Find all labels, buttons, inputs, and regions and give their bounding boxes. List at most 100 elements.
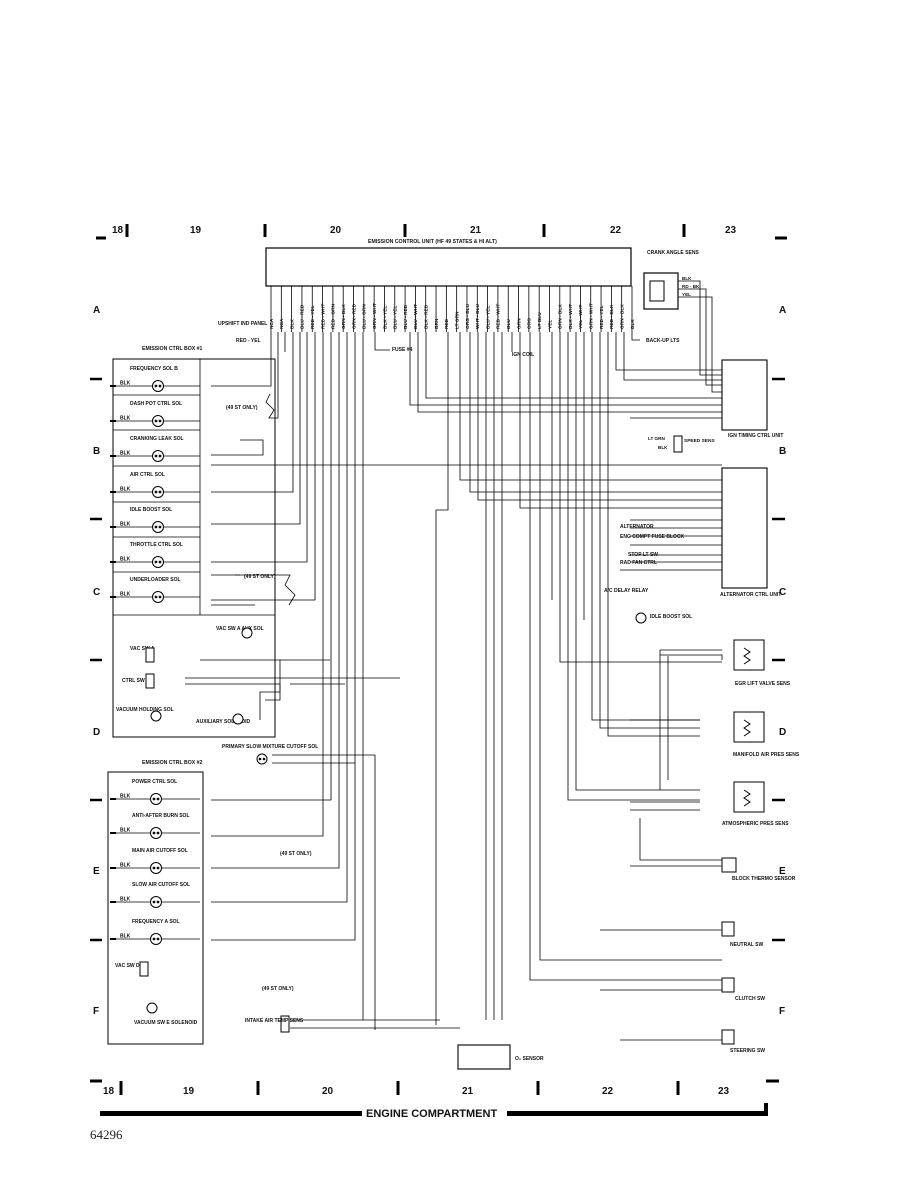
- svg-text:YEL: YEL: [682, 292, 691, 297]
- ecu-pin-label: RED - YEL: [599, 305, 605, 329]
- ecu-pin-label: WHT - BLU: [475, 303, 481, 329]
- ecu-pin-label: BLU - YEL: [393, 306, 399, 329]
- svg-text:CLUTCH SW: CLUTCH SW: [735, 996, 765, 1002]
- dash-pot-ctrl-sol: DASH POT CTRL SOL BLK: [110, 401, 200, 427]
- dash-pot-ctrl-sol-label: DASH POT CTRL SOL: [130, 401, 182, 407]
- ecu-pin-label: ORG - BLU: [465, 303, 471, 329]
- stop-lt-label: STOP LT SW: [628, 552, 658, 558]
- ecu-pin-label: LT GRN: [454, 311, 460, 329]
- ecu-pin-label: BLK - WHT: [568, 304, 574, 329]
- bottom-grid: 18 19 20 21 22 23: [103, 1086, 730, 1097]
- underloader-sol: UNDERLOADER SOL BLK: [110, 577, 200, 603]
- emission-ctrl-box-1: EMISSION CTRL BOX #1 FREQUENCY SOL BBLKD…: [110, 346, 276, 738]
- svg-text:BLOCK THERMO SENSOR: BLOCK THERMO SENSOR: [732, 876, 796, 882]
- ecu-pin-label: BLU: [506, 319, 512, 329]
- idle-boost-sol-label: IDLE BOOST SOL: [130, 507, 172, 513]
- vac-sw-d-label: VAC SW D: [115, 963, 140, 969]
- frequency-sol-a-label: FREQUENCY A SOL: [132, 919, 180, 925]
- power-ctrl-sol-label: POWER CTRL SOL: [132, 779, 177, 785]
- svg-text:ALTERNATOR CTRL UNIT: ALTERNATOR CTRL UNIT: [720, 592, 781, 598]
- underloader-sol-blk: BLK: [120, 592, 131, 598]
- grid-left-A: A: [93, 305, 100, 316]
- ign-coil-label: IGN COIL: [512, 352, 534, 358]
- power-ctrl-sol-blk: BLK: [120, 794, 131, 800]
- dash-pot-ctrl-sol-blk: BLK: [120, 416, 131, 422]
- clutch-sw: CLUTCH SW: [721, 977, 765, 1002]
- main-air-cutoff-sol-blk: BLK: [120, 863, 131, 869]
- frequency-sol-a-blk: BLK: [120, 934, 131, 940]
- grid-right-F: F: [779, 1006, 785, 1017]
- svg-text:INTAKE AIR TEMP SENS: INTAKE AIR TEMP SENS: [245, 1018, 304, 1024]
- grid-top-20: 20: [330, 225, 342, 236]
- ctrl-sw-label: CTRL SW: [122, 678, 145, 684]
- cranking-leak-sol-label: CRANKING LEAK SOL: [130, 436, 184, 442]
- grid-right-B: B: [779, 446, 786, 457]
- ecu-pin-label: RED - YEL: [310, 305, 316, 329]
- o2-sensor: O₂ SENSOR: [457, 1044, 544, 1070]
- svg-text:O₂ SENSOR: O₂ SENSOR: [515, 1056, 544, 1062]
- ecu-pin-label: GRN - BLK: [558, 304, 564, 329]
- ecu-pin-label: GRN: [516, 318, 522, 329]
- idle-boost-sol: IDLE BOOST SOL BLK: [110, 507, 200, 533]
- ecu-pin-label: NCA: [269, 318, 275, 329]
- ecu-title: EMISSION CONTROL UNIT (HF 49 STATES & HI…: [368, 239, 497, 245]
- grid-left-C: C: [93, 587, 100, 598]
- anti-after-burn-sol-label: ANTI-AFTER BURN SOL: [132, 813, 190, 819]
- idle-boost-sol-right: IDLE BOOST SOL: [635, 612, 692, 624]
- svg-text:SPEED SENS: SPEED SENS: [684, 438, 715, 444]
- anti-after-burn-sol-blk: BLK: [120, 828, 131, 834]
- grid-right-C: C: [779, 587, 786, 598]
- wiring-lines: [185, 310, 723, 1041]
- ecu-pin-label: GRN - BLK: [341, 304, 347, 329]
- svg-text:18: 18: [103, 1086, 115, 1097]
- emission-ctrl-box-2: EMISSION CTRL BOX #2 POWER CTRL SOL BLK AN…: [107, 760, 204, 1045]
- box1-title: EMISSION CTRL BOX #1: [142, 346, 203, 352]
- manifold-air-pres-sensor: MANIFOLD AIR PRES SENS: [733, 711, 800, 758]
- vacuum-sw-e-label: VACUUM SW E SOLENOID: [134, 1020, 198, 1026]
- ecu-pin-label: BLU - RED: [300, 304, 306, 329]
- steering-sw: STEERING SW: [721, 1029, 765, 1054]
- ecu-pin-label: BLU - RED: [403, 304, 409, 329]
- alternator-ctrl-unit: ALTERNATOR CTRL UNIT: [720, 467, 781, 598]
- grid-left-B: B: [93, 446, 100, 457]
- air-ctrl-sol-blk: BLK: [120, 487, 131, 493]
- ecu-pin-label: BLK - RED: [424, 304, 430, 329]
- ecu-pin-label: RED - GRN: [331, 303, 337, 329]
- ecu-pin-label: GRN - WHT: [372, 303, 378, 329]
- svg-text:IGN TIMING CTRL UNIT: IGN TIMING CTRL UNIT: [728, 433, 783, 439]
- cranking-leak-sol-blk: BLK: [120, 451, 131, 457]
- svg-text:NEUTRAL SW: NEUTRAL SW: [730, 942, 764, 948]
- atmospheric-pres-sensor: ATMOSPHERIC PRES SENS: [722, 781, 789, 827]
- ecu-pin-label: ORG: [527, 318, 533, 329]
- figure-number: 64296: [90, 1127, 123, 1142]
- ecu-pin-label: BLK: [289, 319, 295, 329]
- frequency-sol-b-blk: BLK: [120, 381, 131, 387]
- svg-text:IDLE BOOST SOL: IDLE BOOST SOL: [650, 614, 692, 620]
- svg-text:PRIMARY SLOW MIXTURE CUTOFF SO: PRIMARY SLOW MIXTURE CUTOFF SOL: [222, 744, 318, 750]
- top-grid: 18 19 20 21 22 23: [112, 225, 737, 236]
- air-ctrl-sol-label: AIR CTRL SOL: [130, 472, 165, 478]
- box2-title: EMISSION CTRL BOX #2: [142, 760, 203, 766]
- ign-timing-ctrl-unit: IGN TIMING CTRL UNIT: [721, 359, 783, 439]
- svg-text:RD - BK: RD - BK: [682, 284, 700, 289]
- intake-air-temp-sensor: INTAKE AIR TEMP SENS: [245, 1015, 304, 1033]
- grid-right-E: E: [779, 866, 786, 877]
- ecu-pin-label: RED - BLK: [609, 304, 615, 329]
- ecu-pin-label: RED - WHT: [320, 304, 326, 329]
- slow-air-cutoff-sol-label: SLOW AIR CUTOFF SOL: [132, 882, 190, 888]
- grid-left-D: D: [93, 727, 100, 738]
- primary-slow-mixture-cutoff-sol: PRIMARY SLOW MIXTURE CUTOFF SOL: [222, 744, 318, 765]
- 49st-c: (49 ST ONLY): [280, 851, 312, 857]
- idle-boost-sol-blk: BLK: [120, 522, 131, 528]
- rad-fan-label: RAD FAN CTRL: [620, 560, 657, 566]
- ecu-pin-label: BLU - GRN: [362, 304, 368, 329]
- alternator-label: ALTERNATOR: [620, 524, 654, 530]
- ecu-pin-label: BLK - YEL: [382, 306, 388, 329]
- underloader-sol-label: UNDERLOADER SOL: [130, 577, 181, 583]
- ac-delay-label: A/C DELAY RELAY: [604, 588, 649, 594]
- grid-top-21: 21: [470, 225, 482, 236]
